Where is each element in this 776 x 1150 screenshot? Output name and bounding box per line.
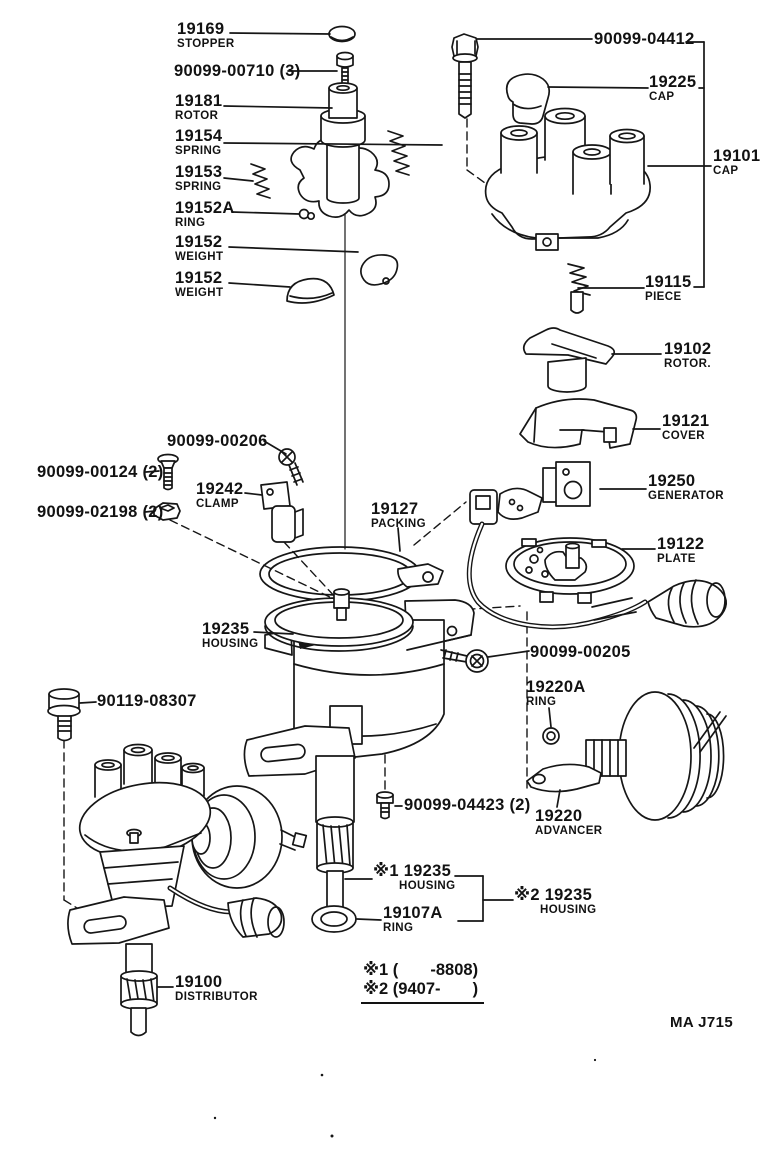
cap-19101-drawing — [484, 107, 651, 251]
scan-specks — [213, 1058, 597, 1138]
note-line-2: ※2 (9407- ) — [363, 980, 479, 998]
screw-00206-drawing — [278, 448, 304, 486]
note-line-1: ※1 ( -8808) — [363, 961, 479, 979]
distributor-19100-drawing — [67, 743, 308, 1037]
part-label-90099-00124: 90099-00124 (2) — [37, 463, 164, 481]
clamp-19242-drawing — [260, 481, 304, 543]
part-label-90099-04412: 90099-04412 — [594, 30, 695, 48]
screw-00205-drawing — [440, 649, 489, 673]
packing-19127-drawing — [259, 546, 444, 602]
advancer-19220-drawing — [526, 691, 727, 821]
housing-19235-drawing — [243, 588, 475, 912]
ring-19220a-drawing — [542, 727, 560, 745]
part-label-90099-04423: 90099-04423 (2) — [404, 796, 531, 814]
part-label-90099-00710: 90099-00710 (3) — [174, 62, 301, 80]
piece-19115-drawing — [567, 263, 591, 314]
bolt-04412-drawing — [451, 33, 479, 119]
rotor-shaft-assembly-drawing — [250, 82, 410, 304]
generator-19250-drawing — [466, 461, 648, 630]
cap-19225-drawing — [505, 73, 551, 125]
applicability-notes: ※1 ( -8808) ※2 (9407- ) — [361, 961, 485, 1004]
clip-02198-drawing — [153, 502, 181, 521]
page-code: MA J715 — [670, 1014, 734, 1031]
part-label-90099-00206: 90099-00206 — [167, 432, 268, 450]
screw-00124-drawing — [157, 453, 179, 491]
stopper-drawing — [328, 25, 356, 43]
ring-19107a-drawing — [311, 905, 357, 933]
rotor-19102-drawing — [522, 327, 616, 393]
plate-19122-drawing — [505, 537, 635, 604]
grommet-drawing — [591, 579, 727, 628]
screw-00710-drawing — [336, 51, 354, 87]
leader-lines — [79, 32, 712, 988]
cover-19121-drawing — [519, 398, 638, 449]
part-label-90119-08307: 90119-08307 — [97, 692, 197, 710]
part-label-90099-00205: 90099-00205 — [530, 643, 631, 661]
screw-04423-drawing — [376, 791, 394, 820]
bolt-08307-drawing — [47, 688, 81, 742]
part-label-90099-02198: 90099-02198 (2) — [37, 503, 164, 521]
